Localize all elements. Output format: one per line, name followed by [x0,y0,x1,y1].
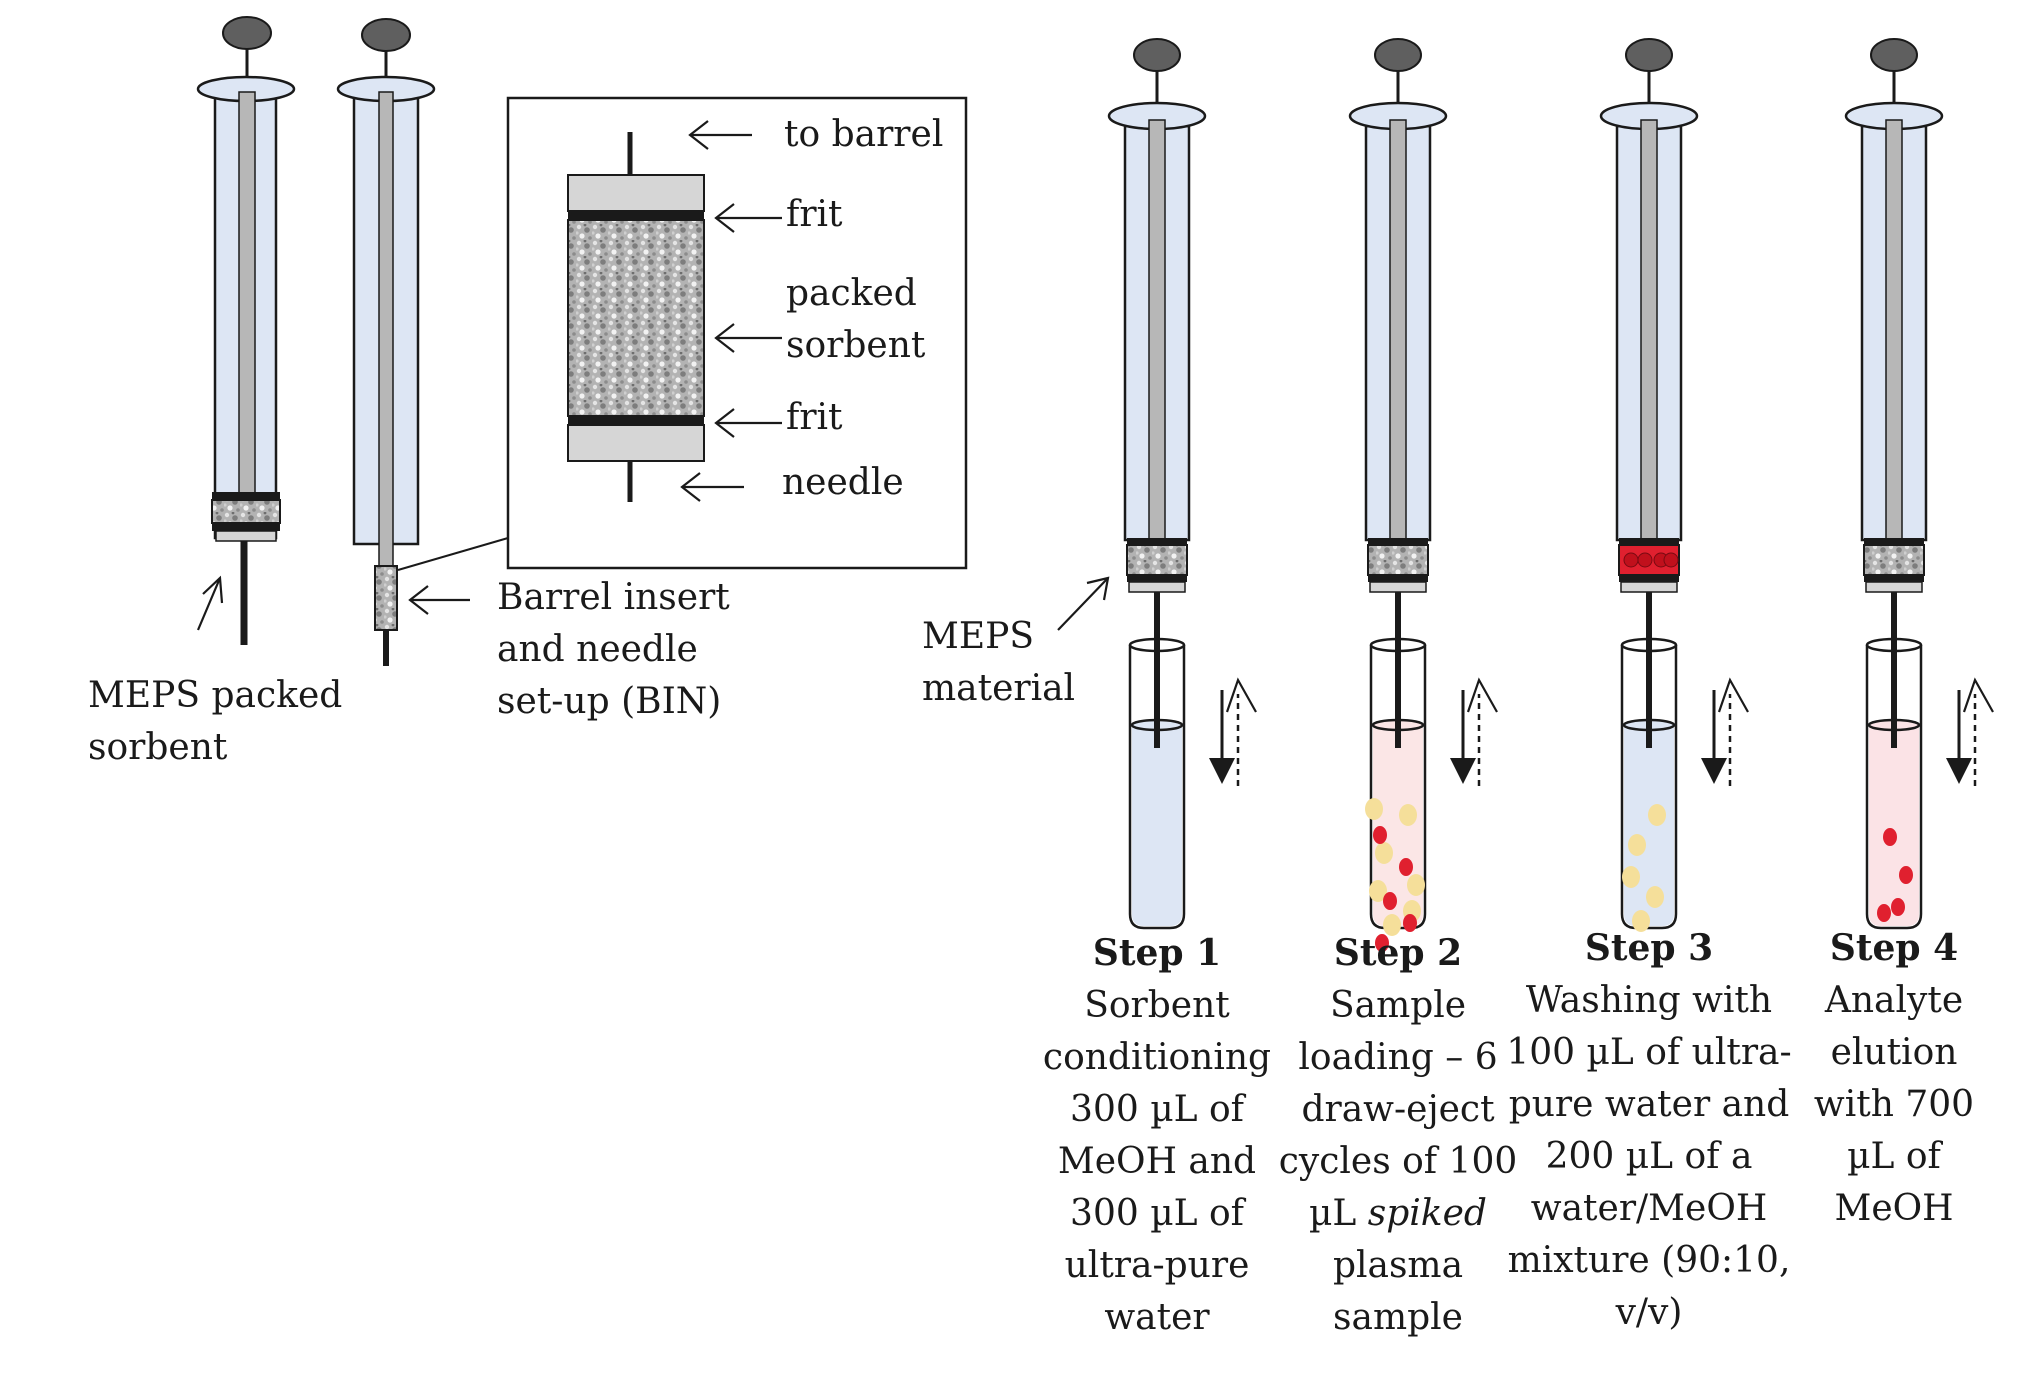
frit-top [567,174,705,212]
sorbent-bed [1126,544,1188,576]
step-caption-line: Washing with [1526,980,1772,1021]
step-caption-line: MeOH [1834,1188,1953,1229]
step-caption-line: Sample [1330,985,1466,1026]
step-caption-line: mixture (90:10, [1508,1240,1791,1281]
step-caption-line: ultra-pure [1065,1245,1250,1286]
step-caption-line: Analyte [1824,980,1963,1021]
plunger-rod [1640,119,1658,541]
vial-icon [1128,637,1186,930]
label-meps-material-1: MEPS [922,616,1034,657]
step-4-syringe [1844,38,1994,930]
plunger-cap-icon [1625,38,1673,72]
step-caption-line: plasma [1333,1245,1463,1286]
step-caption-line: v/v) [1615,1292,1683,1333]
step-caption-line: with 700 [1814,1084,1974,1125]
step-caption-line: water [1104,1297,1210,1338]
label-to-barrel: to barrel [784,114,943,155]
step-2-caption: Step 2 Sample loading – 6 draw-eject cycles … [1279,932,1518,1338]
step-caption-line: µL spiked [1309,1193,1487,1234]
draw-eject-arrows-icon [1946,677,1994,786]
label-packed: packed [786,273,917,314]
step-4-caption: Step 4 Analyte elution with 700 µL of MeOH [1814,927,1974,1229]
step-1-syringe [1107,38,1257,930]
plunger-rod [1148,119,1166,541]
bin-inset [506,96,968,570]
step-caption-line: Sorbent [1084,985,1230,1026]
sorbent-bed [1863,544,1925,576]
plunger-cap-icon [1374,38,1422,72]
label-needle: needle [782,462,904,503]
step-caption-line: 200 µL of a [1546,1136,1753,1177]
step-1-caption: Step 1 Sorbent conditioning 300 µL of MeOH a… [1043,932,1271,1338]
plunger-rod [1389,119,1407,541]
vial-icon [1865,637,1923,930]
step-title: Step 2 [1334,932,1462,974]
step-caption-line: 300 µL of [1070,1089,1247,1130]
plunger-cap-icon [361,18,411,52]
step-caption-line: µL of [1847,1136,1943,1177]
step-caption-line: draw-eject [1301,1089,1495,1130]
label-barrel-insert-3: set-up (BIN) [497,681,721,722]
step-3-syringe [1599,38,1749,932]
bin-syringe [336,18,509,666]
label-meps-material-2: material [922,668,1075,709]
step-2-syringe [1348,38,1498,952]
step-title: Step 1 [1093,932,1221,974]
plunger-cap-icon [1870,38,1918,72]
draw-eject-arrows-icon [1701,677,1749,786]
label-frit-top: frit [786,194,843,235]
step-caption-line: conditioning [1043,1037,1271,1078]
step-captions: Step 1 Sorbent conditioning 300 µL of MeOH a… [1043,927,1974,1338]
label-meps-packed: MEPS packed [88,675,342,716]
step-syringes [1107,38,1994,952]
packed-sorbent-bed [567,219,705,417]
plunger-cap-icon [1133,38,1181,72]
step-caption-line: MeOH and [1058,1141,1256,1182]
draw-eject-arrows-icon [1209,677,1257,786]
step-title: Step 4 [1830,927,1958,969]
step-caption-line: pure water and [1509,1084,1790,1125]
step-caption-line: 100 µL of ultra- [1506,1032,1791,1073]
label-barrel-insert-2: and needle [497,629,698,670]
step-3-caption: Step 3 Washing with 100 µL of ultra-pure w… [1506,927,1791,1333]
pointer-arrow-icon [1057,576,1110,631]
frit-bottom [567,424,705,462]
plunger-rod [1885,119,1903,541]
step-caption-line: sample [1333,1297,1463,1338]
label-frit-bottom: frit [786,397,843,438]
step-title: Step 3 [1585,927,1713,969]
barrel-insert [374,565,398,631]
plunger-rod [378,91,394,569]
sorbent-bed [211,499,281,524]
vial-icon [1365,637,1427,952]
label-barrel-insert-1: Barrel insert [497,577,730,618]
label-sorbent: sorbent [786,325,926,366]
step-caption-line: 300 µL of [1070,1193,1247,1234]
draw-eject-arrows-icon [1450,677,1498,786]
step-caption-line: cycles of 100 [1279,1141,1518,1182]
sorbent-bed [1367,544,1429,576]
meps-syringe-left [196,16,296,645]
step-caption-line: elution [1831,1032,1958,1073]
plunger-cap-icon [222,16,272,50]
step-caption-line: water/MeOH [1531,1188,1767,1229]
label-meps-sorbent: sorbent [88,727,228,768]
step-caption-line: loading – 6 [1298,1037,1497,1078]
plunger-rod [238,91,256,495]
